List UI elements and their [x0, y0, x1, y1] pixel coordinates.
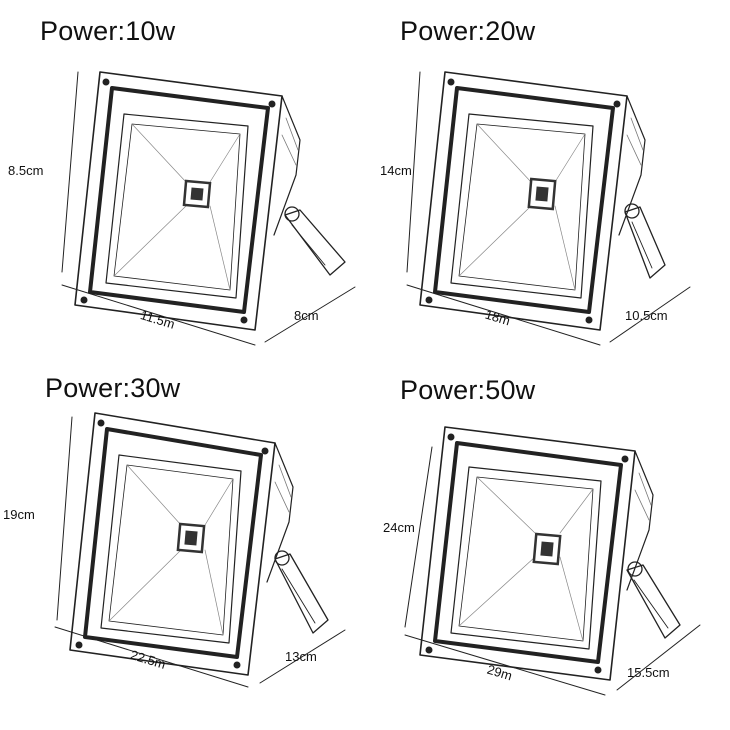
floodlight-drawing [54, 412, 346, 688]
floodlight-drawing [406, 71, 691, 346]
floodlight-50w-panel: Power:50w 24cm 29m 15.5cm [365, 365, 730, 730]
height-dimension: 24cm [383, 520, 415, 535]
power-label: Power:30w [45, 373, 181, 403]
depth-dimension: 8cm [294, 308, 319, 323]
height-dimension: 14cm [380, 163, 412, 178]
floodlight-20w-panel: Power:20w 14cm 18m 10.5cm [365, 0, 730, 365]
floodlight-drawing [404, 426, 701, 696]
depth-dimension: 13cm [285, 649, 317, 664]
power-label: Power:20w [400, 16, 536, 46]
depth-dimension: 15.5cm [627, 665, 670, 680]
floodlight-drawing [61, 71, 356, 346]
power-label: Power:10w [40, 16, 176, 46]
power-label: Power:50w [400, 375, 536, 405]
height-dimension: 19cm [3, 507, 35, 522]
depth-dimension: 10.5cm [625, 308, 668, 323]
floodlight-30w-panel: Power:30w 19cm 22.5m 13cm [0, 365, 365, 730]
floodlight-10w-panel: Power:10w 8.5cm 11.5m 8cm [0, 0, 365, 365]
height-dimension: 8.5cm [8, 163, 44, 178]
